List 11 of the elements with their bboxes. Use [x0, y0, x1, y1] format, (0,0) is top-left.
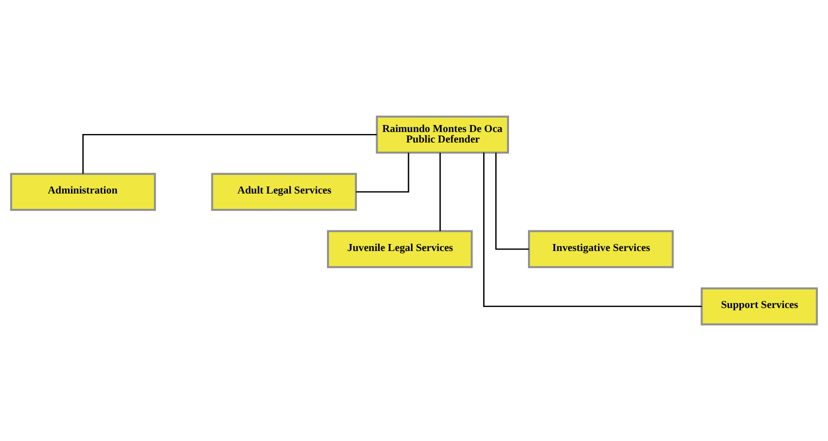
node-box: Adult Legal Services: [211, 172, 357, 211]
connector: [439, 152, 441, 232]
connector: [356, 152, 410, 193]
connector: [483, 152, 702, 308]
node-box: Support Services: [700, 287, 818, 326]
connector: [495, 152, 529, 250]
node-box: Juvenile Legal Services: [326, 230, 473, 268]
node-box: Administration: [10, 172, 156, 211]
node-box: Raimundo Montes De Oca Public Defender: [376, 116, 510, 154]
connector: [82, 134, 377, 174]
node-box: Investigative Services: [528, 230, 674, 268]
